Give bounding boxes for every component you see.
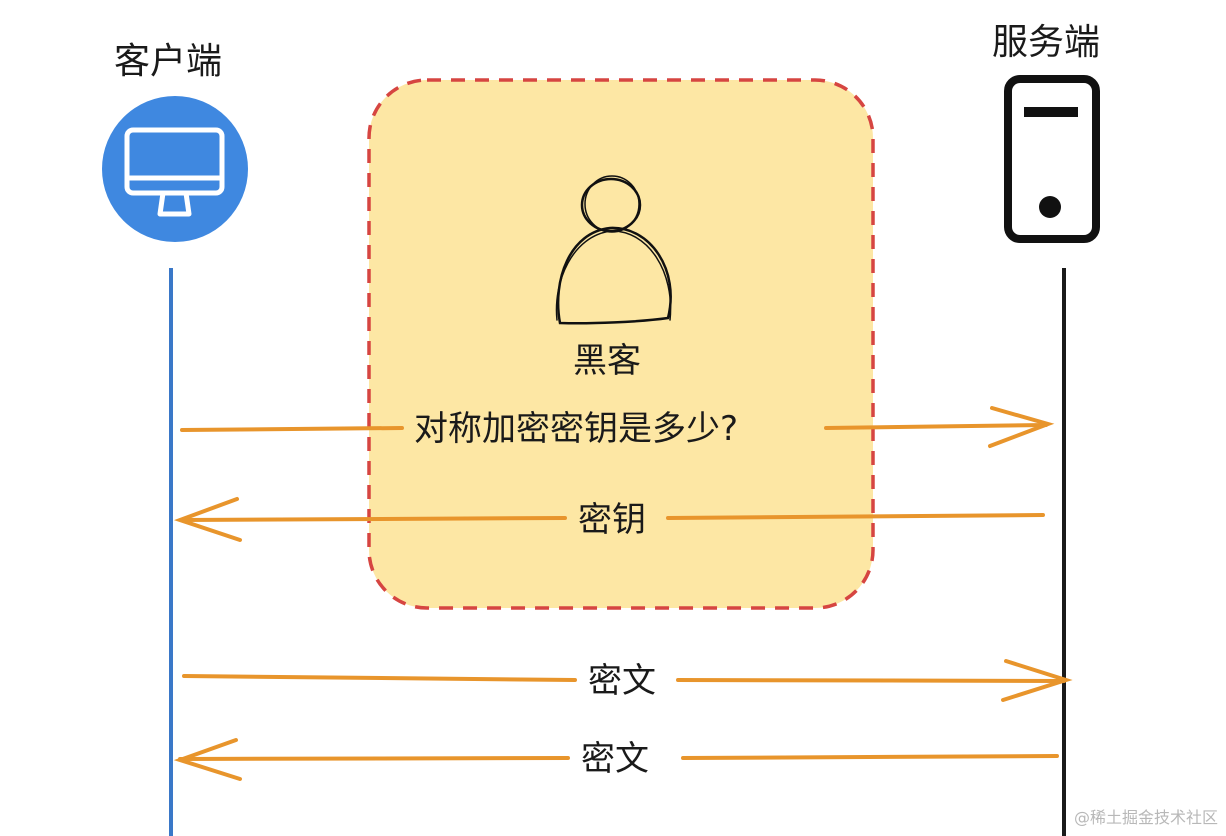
server-label: 服务端 bbox=[992, 22, 1101, 63]
message-label-1: 对称加密密钥是多少? bbox=[414, 409, 739, 449]
message-label-3: 密文 bbox=[588, 661, 656, 701]
message-label-4: 密文 bbox=[581, 739, 649, 779]
person-icon bbox=[555, 175, 672, 325]
hacker-zone bbox=[367, 78, 875, 610]
message-arrow-1 bbox=[180, 406, 1055, 448]
message-arrow-4 bbox=[173, 738, 1059, 781]
message-arrow-3 bbox=[182, 659, 1073, 702]
message-arrow-2 bbox=[173, 497, 1045, 542]
server-icon bbox=[1004, 75, 1100, 243]
monitor-icon bbox=[102, 96, 248, 242]
client-label: 客户端 bbox=[114, 41, 223, 82]
hacker-label: 黑客 bbox=[573, 341, 641, 381]
message-label-2: 密钥 bbox=[578, 500, 646, 540]
watermark: @稀土掘金技术社区 bbox=[1073, 808, 1218, 827]
